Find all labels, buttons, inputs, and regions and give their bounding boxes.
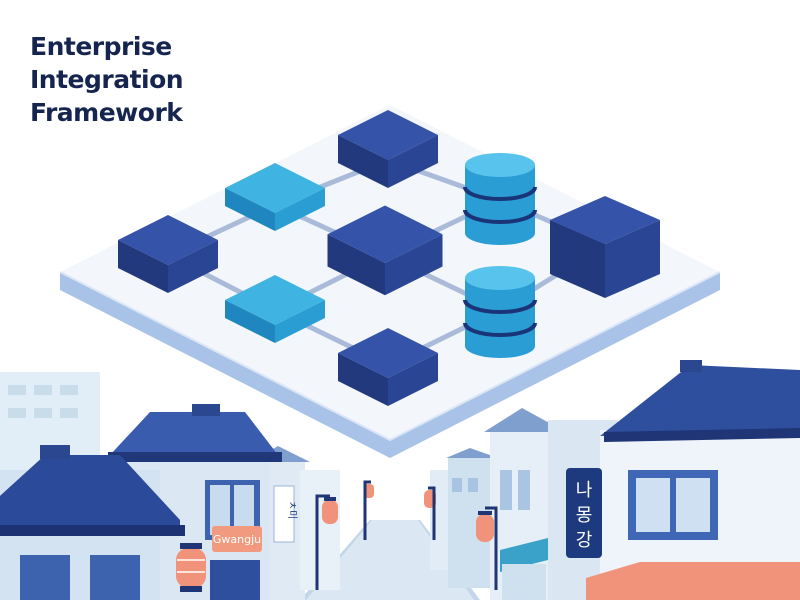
gwangju-sign <box>212 526 262 552</box>
shop-sign-char: 나 <box>576 480 593 501</box>
shop-sign-char: 강 <box>576 530 593 551</box>
lantern-icon <box>322 497 338 524</box>
title-line-3: Framework <box>30 98 183 127</box>
vertical-sign <box>273 485 295 543</box>
shop-sign-char: 몽 <box>576 505 593 526</box>
lantern-icon <box>476 511 494 542</box>
title-line-1: Enterprise <box>30 32 172 61</box>
gwangju-sign-text: Gwangju <box>213 533 261 546</box>
lantern-icon <box>176 543 206 592</box>
server-block-icon <box>550 196 660 298</box>
right-buildings-far <box>430 408 566 600</box>
vertical-sign-text: ㅊ미 <box>286 501 298 519</box>
page-title: Enterprise Integration Framework <box>30 30 184 129</box>
street-lamp-icon <box>315 480 498 590</box>
left-buildings <box>0 404 340 600</box>
database-icon <box>463 151 537 247</box>
right-building-main <box>548 360 800 600</box>
title-line-2: Integration <box>30 65 184 94</box>
database-icon <box>463 264 537 360</box>
